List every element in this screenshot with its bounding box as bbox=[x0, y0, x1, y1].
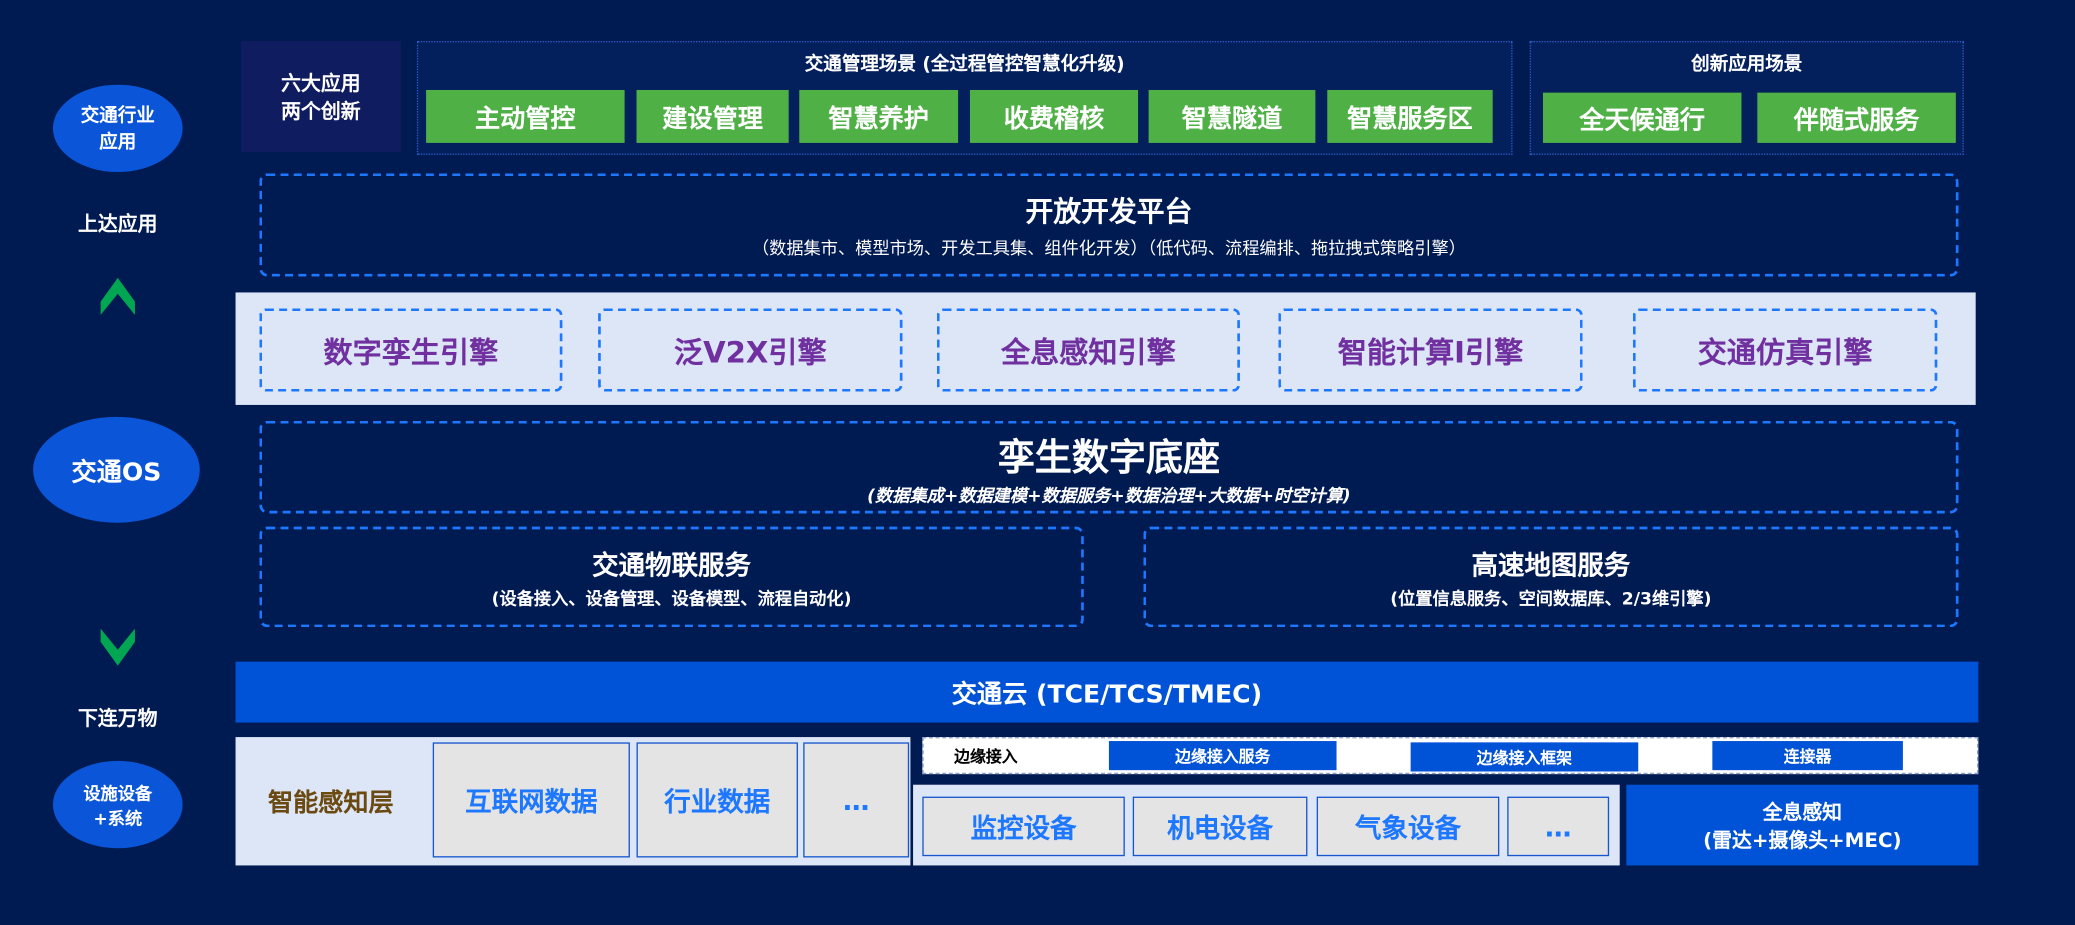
holo-perception: 全息感知 (雷达+摄像头+MEC) bbox=[1626, 784, 1979, 866]
perception-label: 智能感知层 bbox=[267, 788, 394, 818]
holo-line: (雷达+摄像头+MEC) bbox=[1703, 827, 1902, 852]
platform-title: 开放开发平台 bbox=[1025, 195, 1193, 228]
apps-intro: 六大应用两个创新 bbox=[240, 41, 401, 153]
intro-line: 六大应用 bbox=[281, 71, 361, 96]
twin-title: 孪生数字底座 bbox=[997, 434, 1221, 479]
data-item: 互联网数据 bbox=[432, 742, 630, 858]
map-service: 高速地图服务 (位置信息服务、空间数据库、2/3维引擎) bbox=[1143, 526, 1959, 628]
engine-box: 泛V2X引擎 bbox=[598, 308, 903, 392]
label: 设施设备+系统 bbox=[83, 784, 153, 830]
engine-box: 数字孪生引擎 bbox=[259, 308, 563, 392]
mgmt-item[interactable]: 智慧养护 bbox=[799, 89, 959, 143]
traffic-os-circle: 交通OS bbox=[33, 416, 200, 523]
map-title: 高速地图服务 bbox=[1471, 549, 1631, 581]
engine-box: 智能计算I引擎 bbox=[1278, 308, 1583, 392]
mgmt-item[interactable]: 主动管控 bbox=[426, 89, 625, 143]
intro-line: 两个创新 bbox=[281, 99, 361, 124]
edge-item: 边缘接入框架 bbox=[1410, 742, 1639, 772]
innov-title: 创新应用场景 bbox=[1691, 54, 1803, 76]
holo-line: 全息感知 bbox=[1762, 799, 1843, 824]
mgmt-title: 交通管理场景 (全过程管控智慧化升级) bbox=[804, 54, 1125, 76]
up-label: 上达应用 bbox=[78, 211, 158, 235]
edge-item: 连接器 bbox=[1712, 741, 1903, 771]
device-item: 机电设备 bbox=[1132, 796, 1308, 857]
innov-item[interactable]: 伴随式服务 bbox=[1757, 92, 1956, 143]
engines-band bbox=[235, 292, 1976, 405]
engine-box: 全息感知引擎 bbox=[936, 308, 1240, 392]
open-platform: 开放开发平台 （数据集市、模型市场、开发工具集、组件化开发）（低代码、流程编排、… bbox=[259, 173, 1959, 277]
map-subtitle: (位置信息服务、空间数据库、2/3维引擎) bbox=[1390, 590, 1712, 611]
edge-item: 边缘接入服务 bbox=[1108, 741, 1337, 771]
mgmt-item[interactable]: 建设管理 bbox=[636, 89, 789, 143]
chevron-up-icon bbox=[100, 277, 135, 315]
mgmt-item[interactable]: 智慧服务区 bbox=[1327, 89, 1493, 143]
data-item: … bbox=[803, 742, 910, 858]
platform-subtitle: （数据集市、模型市场、开发工具集、组件化开发）（低代码、流程编排、拖拉拽式策略引… bbox=[751, 239, 1466, 260]
label: 交通行业应用 bbox=[80, 105, 155, 154]
chevron-down-icon bbox=[100, 628, 135, 666]
innov-item[interactable]: 全天候通行 bbox=[1542, 92, 1742, 143]
twin-subtitle: (数据集成+数据建模+数据服务+数据治理+大数据+时空计算) bbox=[867, 486, 1351, 507]
device-item: … bbox=[1507, 796, 1610, 857]
mgmt-item[interactable]: 收费稽核 bbox=[969, 89, 1139, 143]
data-item: 行业数据 bbox=[636, 742, 798, 858]
traffic-cloud-bar: 交通云 (TCE/TCS/TMEC) bbox=[235, 661, 1979, 723]
mgmt-item[interactable]: 智慧隧道 bbox=[1148, 89, 1316, 143]
industry-app-circle: 交通行业应用 bbox=[52, 84, 183, 173]
iot-subtitle: (设备接入、设备管理、设备模型、流程自动化) bbox=[491, 590, 852, 611]
engine-box: 交通仿真引擎 bbox=[1632, 308, 1938, 392]
facility-circle: 设施设备+系统 bbox=[52, 760, 183, 849]
twin-base: 孪生数字底座 (数据集成+数据建模+数据服务+数据治理+大数据+时空计算) bbox=[259, 420, 1959, 514]
iot-title: 交通物联服务 bbox=[592, 549, 751, 581]
iot-service: 交通物联服务 (设备接入、设备管理、设备模型、流程自动化) bbox=[259, 526, 1084, 628]
device-item: 监控设备 bbox=[922, 796, 1125, 857]
down-label: 下连万物 bbox=[78, 705, 158, 730]
device-item: 气象设备 bbox=[1316, 796, 1500, 857]
edge-label: 边缘接入 bbox=[954, 747, 1018, 766]
